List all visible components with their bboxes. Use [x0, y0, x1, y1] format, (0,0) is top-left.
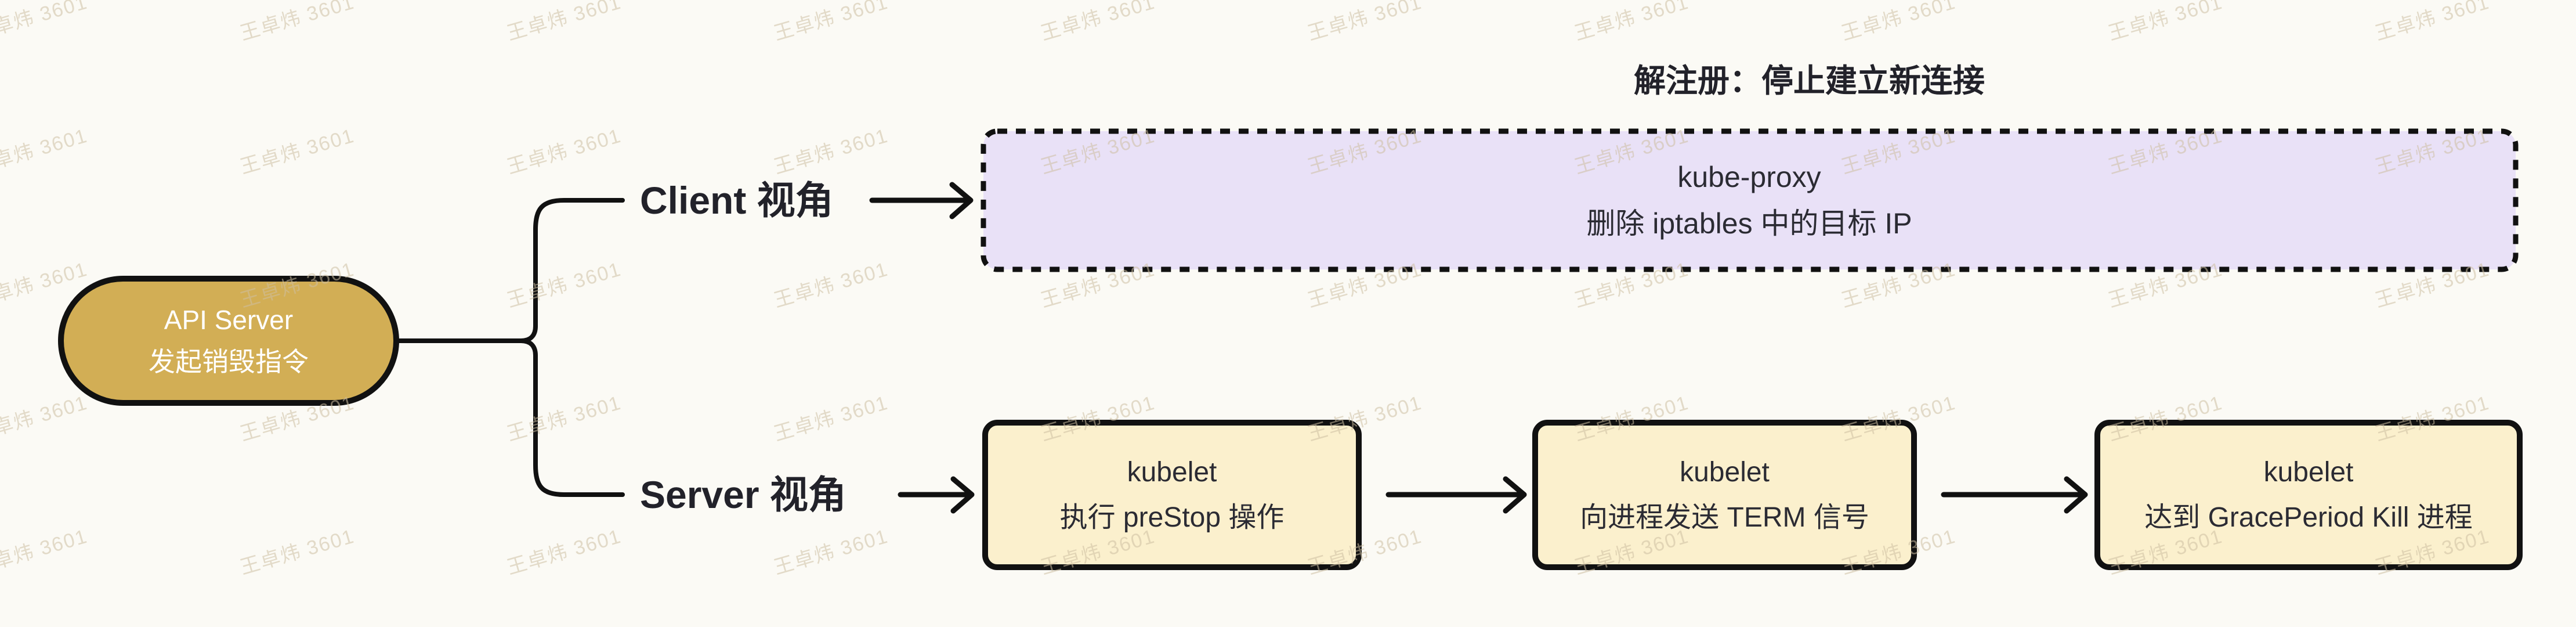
- api-server-node: API Server 发起销毁指令: [58, 276, 399, 406]
- api-server-node-line2: 发起销毁指令: [149, 347, 309, 377]
- step2-step3-arrow: [1941, 476, 2088, 514]
- server-step2-line1: kubelet: [1680, 456, 1770, 488]
- kube-proxy-box-outline: [981, 128, 2519, 272]
- api-server-node-line1: API Server: [164, 305, 294, 335]
- server-step2-line2: 向进程发送 TERM 信号: [1580, 502, 1869, 533]
- client-branch-label: Client 视角: [640, 179, 834, 222]
- kube-proxy-box-line1: kube-proxy: [1677, 161, 1821, 193]
- server-step-box-2: kubelet 向进程发送 TERM 信号: [1532, 420, 1917, 570]
- client-branch-connector: [519, 198, 625, 343]
- server-branch-label: Server 视角: [640, 473, 846, 516]
- server-branch-connector: [519, 338, 625, 497]
- server-step3-line1: kubelet: [2263, 456, 2354, 488]
- server-arrow: [898, 476, 975, 514]
- kube-proxy-box-line2: 删除 iptables 中的目标 IP: [1586, 207, 1912, 240]
- server-step-box-1: kubelet 执行 preStop 操作: [982, 420, 1362, 570]
- server-step1-line1: kubelet: [1127, 456, 1217, 488]
- client-arrow: [869, 182, 974, 219]
- step1-step2-arrow: [1385, 476, 1527, 514]
- deregister-annotation: 解注册：停止建立新连接: [1634, 63, 1985, 99]
- server-step-box-3: kubelet 达到 GracePeriod Kill 进程: [2094, 420, 2523, 570]
- server-step3-line2: 达到 GracePeriod Kill 进程: [2144, 502, 2473, 533]
- server-step1-line2: 执行 preStop 操作: [1059, 502, 1285, 533]
- kube-proxy-box: kube-proxy 删除 iptables 中的目标 IP: [981, 129, 2518, 272]
